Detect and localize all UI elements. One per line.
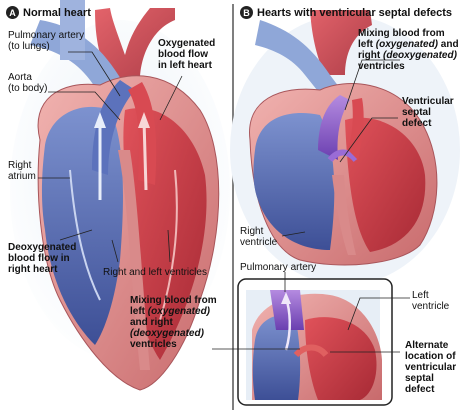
bottom-line-2i: (oxygenated): [147, 306, 211, 317]
panel-a-badge: A: [6, 6, 19, 19]
mixing-top-line-2b: and: [438, 39, 459, 50]
mixing-top-line-3a: right: [358, 50, 383, 61]
label-right-atrium: Right atrium: [8, 160, 36, 182]
label-deoxygenated-flow: Deoxygenated blood flow in right heart: [8, 242, 77, 275]
mixing-top-line-1: Mixing blood from: [358, 28, 445, 39]
panel-b-title-text: Hearts with ventricular septal defects: [257, 6, 453, 19]
label-right-left-ventricles: Right and left ventricles: [103, 267, 207, 278]
bottom-line-4i: (deoxygenated): [130, 328, 204, 339]
panel-a-title-text: Normal heart: [23, 6, 91, 19]
panel-b-badge: B: [240, 6, 253, 19]
mixing-top-line-3i: (deoxygenated): [383, 50, 457, 61]
label-alternate-location: Alternate location of ventricular septal…: [405, 340, 457, 395]
panel-b-title: B Hearts with ventricular septal defects: [240, 6, 452, 19]
mixing-top-line-2a: left: [358, 39, 376, 50]
inset-leader-lines: [212, 272, 410, 353]
bottom-line-2a: left: [130, 306, 148, 317]
vsd-heart-drawing: [230, 10, 460, 285]
bottom-line-3: and right: [130, 317, 173, 328]
panel-a-leader-lines: [38, 51, 183, 263]
inset-alternate-location: [237, 278, 393, 406]
label-aorta: Aorta (to body): [8, 72, 48, 94]
label-right-ventricle: Right ventricle: [240, 226, 278, 248]
label-oxygenated-flow: Oxygenated blood flow in left heart: [158, 38, 216, 71]
mixing-top-line-4: ventricles: [358, 61, 405, 72]
label-ventricular-septal-defect: Ventricular septal defect: [402, 96, 454, 129]
label-pulmonary-artery-a: Pulmonary artery (to lungs): [8, 30, 85, 52]
normal-heart-drawing: [10, 0, 230, 391]
panel-a-title: A Normal heart: [6, 6, 91, 19]
label-left-ventricle: Left ventricle: [412, 290, 450, 312]
label-pulmonary-artery-b: Pulmonary artery: [240, 262, 317, 273]
mixing-top-line-2i: (oxygenated): [375, 39, 439, 50]
bottom-line-5: ventricles: [130, 339, 177, 350]
bottom-line-1: Mixing blood from: [130, 295, 217, 306]
panel-b-leader-lines: [281, 59, 400, 237]
